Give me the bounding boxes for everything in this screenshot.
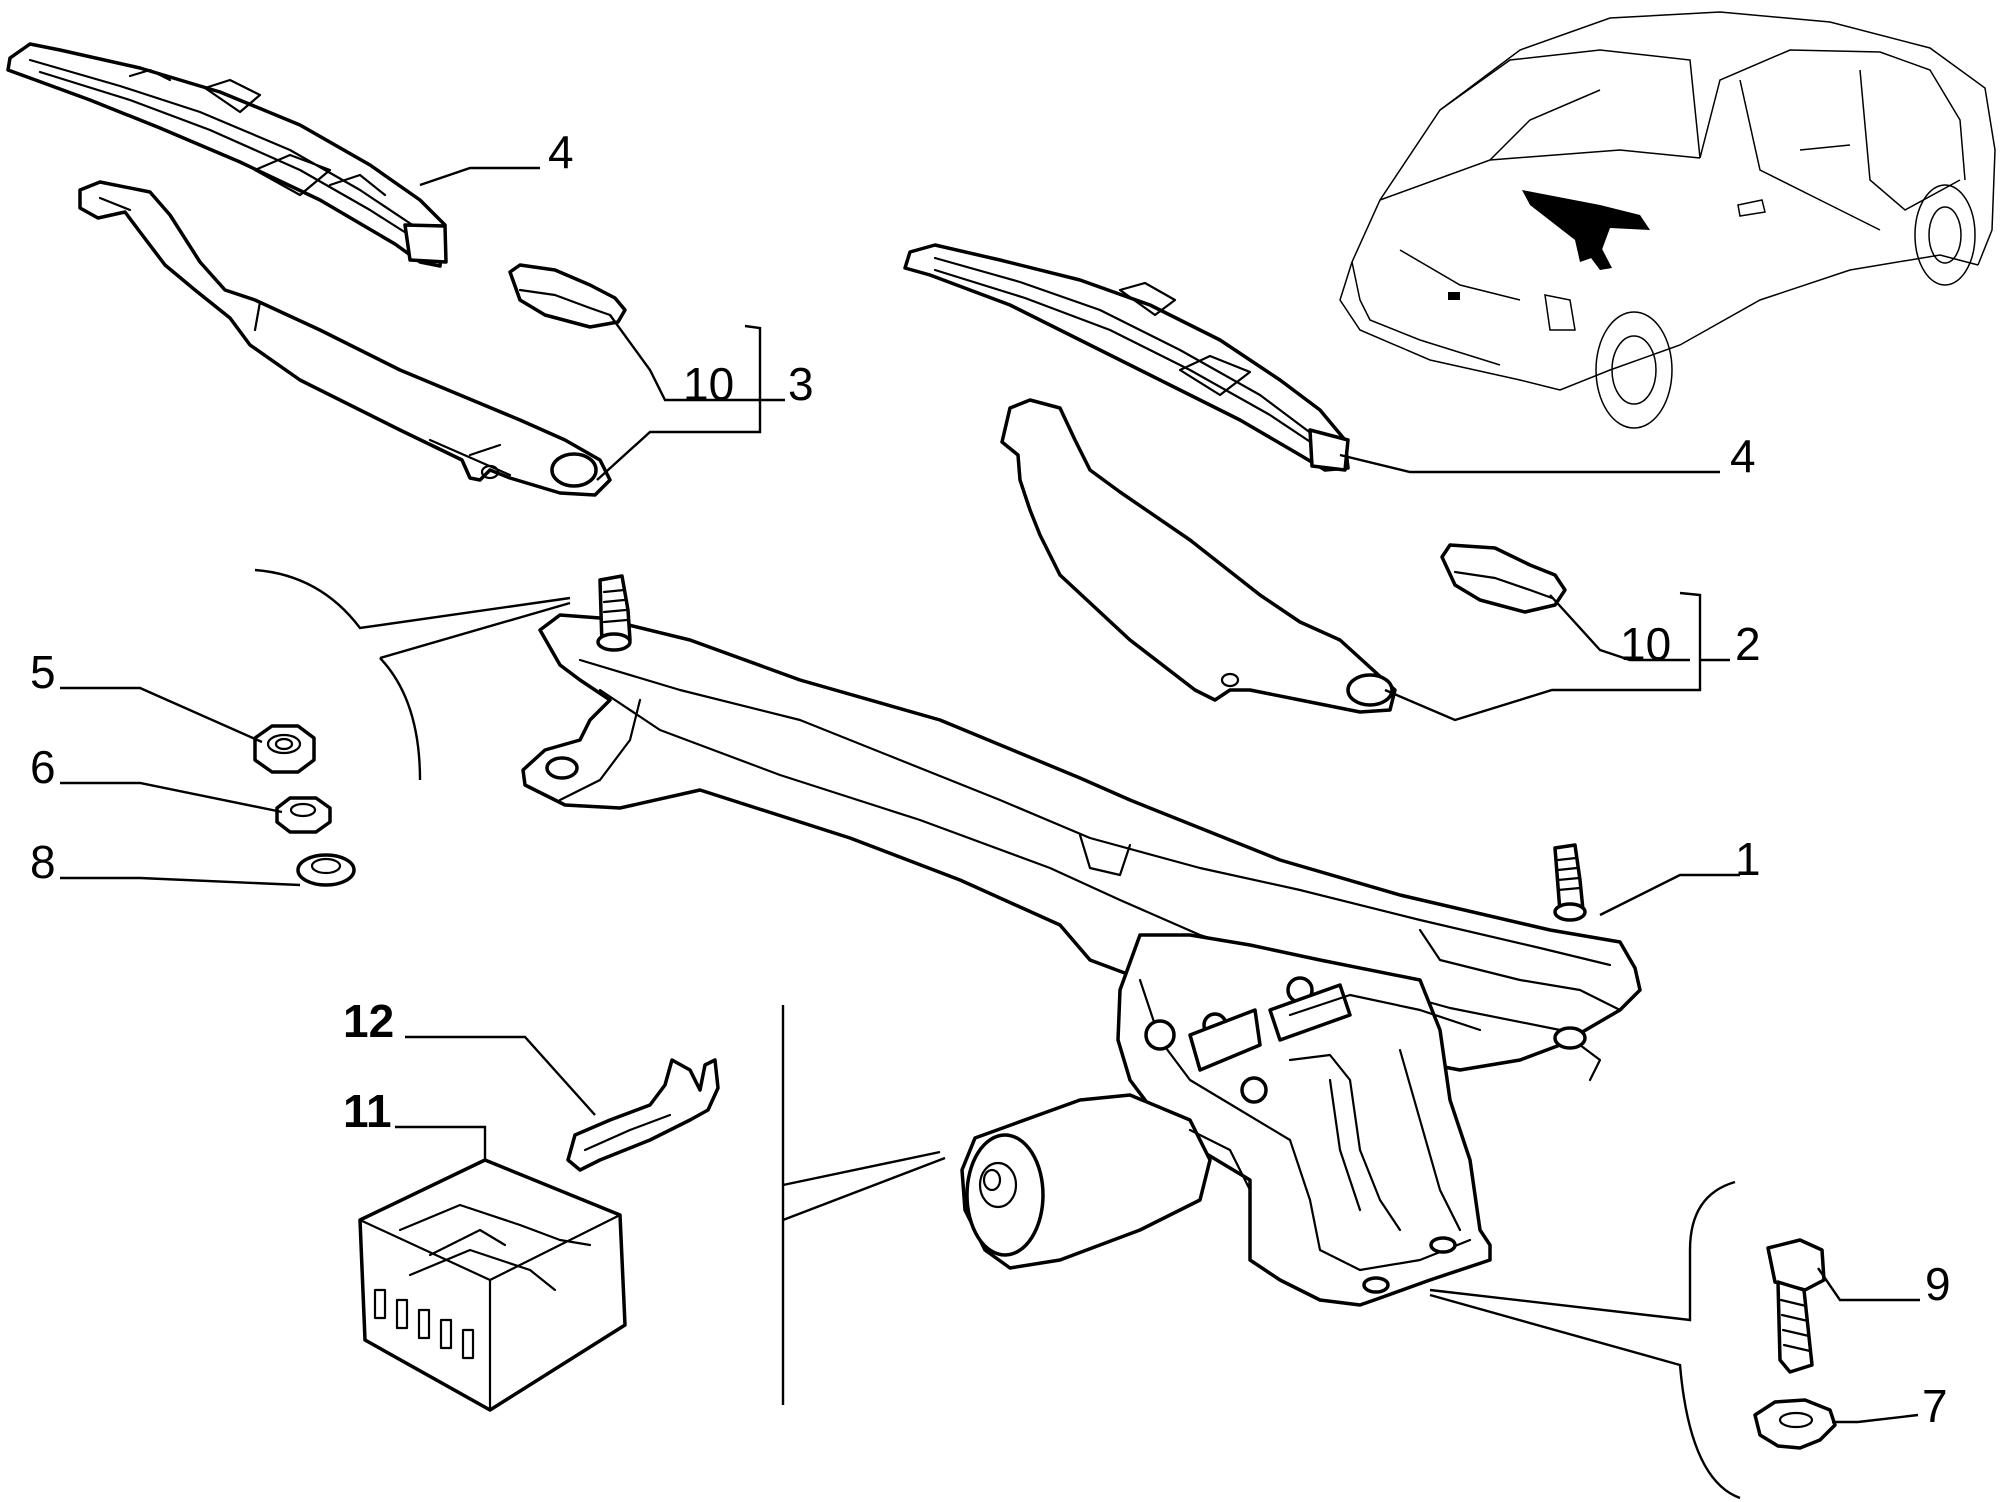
callout-2: 2 <box>1735 618 1761 670</box>
wiper-linkage-frame <box>521 574 1642 1082</box>
callout-11: 11 <box>343 1085 392 1137</box>
right-wiper-blade <box>903 243 1350 472</box>
right-wiper-arm <box>1000 398 1397 714</box>
left-wiper-arm <box>78 180 612 497</box>
callout-1: 1 <box>1735 833 1761 885</box>
callout-10-left: 10 <box>683 358 734 410</box>
callout-labels: 1 2 10 3 10 4 4 5 6 8 11 12 9 7 <box>30 126 1951 1432</box>
nut-5 <box>253 724 316 774</box>
callout-4-right: 4 <box>1730 430 1756 482</box>
left-wiper-blade <box>6 42 448 268</box>
washer-8 <box>296 853 356 887</box>
callout-6: 6 <box>30 741 56 793</box>
callout-12: 12 <box>343 995 394 1047</box>
electrical-terminal-12 <box>566 1058 720 1172</box>
wiper-motor-and-bracket <box>960 933 1492 1307</box>
washer-6 <box>275 796 332 834</box>
bolt-9 <box>1766 1238 1826 1374</box>
callout-10-right: 10 <box>1620 618 1671 670</box>
callout-5: 5 <box>30 646 56 698</box>
callout-8: 8 <box>30 836 56 888</box>
right-wiper-nut-cap <box>1440 543 1567 614</box>
washer-7 <box>1753 1398 1837 1450</box>
car-location-illustration <box>1339 11 1996 429</box>
callout-7: 7 <box>1922 1380 1948 1432</box>
connector-housing-11 <box>358 1158 627 1412</box>
guide-lines <box>254 568 1741 1500</box>
callout-3: 3 <box>788 358 814 410</box>
left-wiper-nut-cap <box>508 263 627 329</box>
callout-9: 9 <box>1925 1258 1951 1310</box>
callout-4-left: 4 <box>548 126 574 178</box>
callout-leaders <box>60 166 1920 1424</box>
